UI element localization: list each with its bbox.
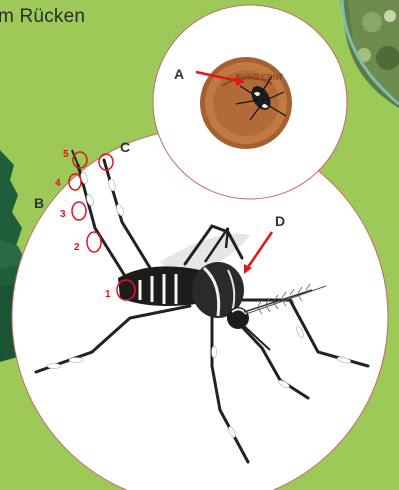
segment-number-5: 5	[63, 149, 69, 160]
segment-number-1: 1	[105, 289, 111, 300]
label-a: A	[174, 66, 184, 82]
segment-number-3: 3	[60, 209, 66, 220]
label-c: C	[120, 139, 130, 155]
coin-inset: EURO CENT	[153, 5, 347, 199]
foliage-photo	[340, 0, 399, 108]
label-d: D	[275, 213, 285, 229]
segment-number-2: 2	[74, 242, 80, 253]
segment-number-4: 4	[55, 178, 61, 189]
label-b: B	[34, 195, 44, 211]
